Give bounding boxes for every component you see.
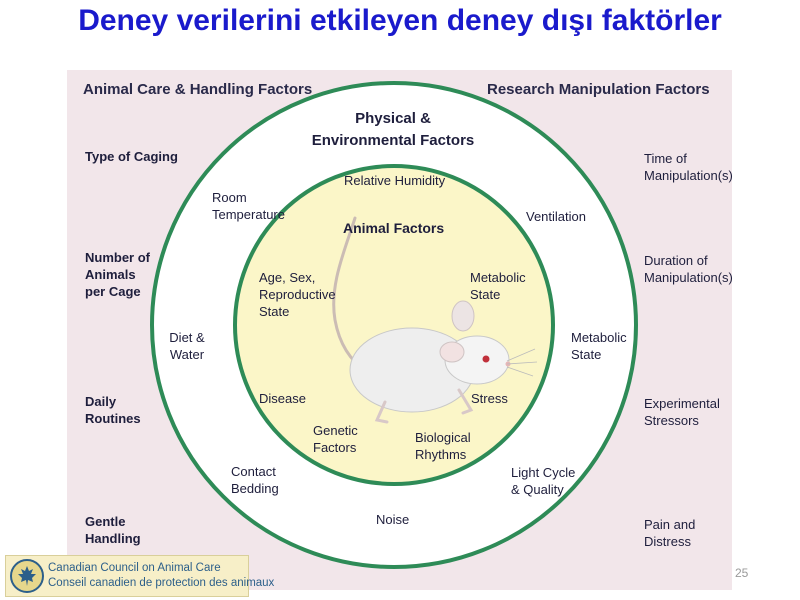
right-factor-3: Experimental Stressors (644, 396, 720, 428)
right-header: Research Manipulation Factors (487, 81, 710, 98)
inner-circle (233, 164, 555, 486)
ring-factor-diet-water: Diet & Water (169, 330, 205, 362)
ring-factor-metabolic-state: Metabolic State (571, 330, 627, 362)
left-factor-3: Daily Routines (85, 394, 141, 426)
ccac-logo: Canadian Council on Animal Care Conseil … (5, 555, 274, 597)
ring-factor-contact-bedding: Contact Bedding (231, 464, 279, 496)
right-factor-1: Time of Manipulation(s) (644, 151, 733, 183)
logo-line-english: Canadian Council on Animal Care (48, 562, 221, 574)
diagram-graphics (150, 81, 638, 569)
mouse-whiskers (506, 348, 538, 377)
center-factor-biological-rhythms: Biological Rhythms (415, 430, 471, 462)
mouse-eye (482, 355, 490, 363)
left-header: Animal Care & Handling Factors (83, 81, 313, 98)
slide-title: Deney verilerini etkileyen deney dışı fa… (78, 4, 722, 37)
right-factor-4: Pain and Distress (644, 517, 696, 549)
ring-factor-light-cycle: Light Cycle & Quality (511, 465, 576, 497)
left-factor-2: Number of Animals per Cage (85, 250, 150, 299)
mouse-back-leg (374, 400, 389, 424)
center-title: Animal Factors (343, 220, 445, 236)
center-factor-metabolic-state: Metabolic State (470, 270, 526, 302)
center-factor-disease: Disease (259, 391, 306, 406)
ring-factor-noise: Noise (376, 512, 410, 527)
mouse-front-leg (457, 388, 474, 415)
ring-factor-ventilation: Ventilation (526, 209, 586, 224)
mouse-tail (332, 216, 369, 374)
ring-title: Physical & Environmental Factors (311, 110, 475, 149)
mouse-ear-back (451, 300, 475, 332)
mouse-ear-front (439, 341, 465, 363)
center-factor-genetic: Genetic Factors (313, 423, 358, 455)
mouse-illustration (332, 216, 538, 424)
left-factor-1: Type of Caging (85, 149, 178, 164)
ring-factor-room-temperature: Room Temperature (212, 190, 285, 222)
ring-factor-relative-humidity: Relative Humidity (344, 173, 446, 188)
logo-line-french: Conseil canadien de protection des anima… (48, 577, 275, 589)
page-number: 25 (735, 566, 749, 580)
center-factor-stress: Stress (471, 391, 508, 406)
right-factor-2: Duration of Manipulation(s) (644, 253, 733, 285)
center-factor-age-sex: Age, Sex, Reproductive State (259, 270, 336, 319)
diagram-panel: Animal Care & Handling Factors Research … (67, 70, 733, 590)
maple-leaf-icon (10, 559, 44, 593)
left-factor-4: Gentle Handling (85, 514, 141, 546)
